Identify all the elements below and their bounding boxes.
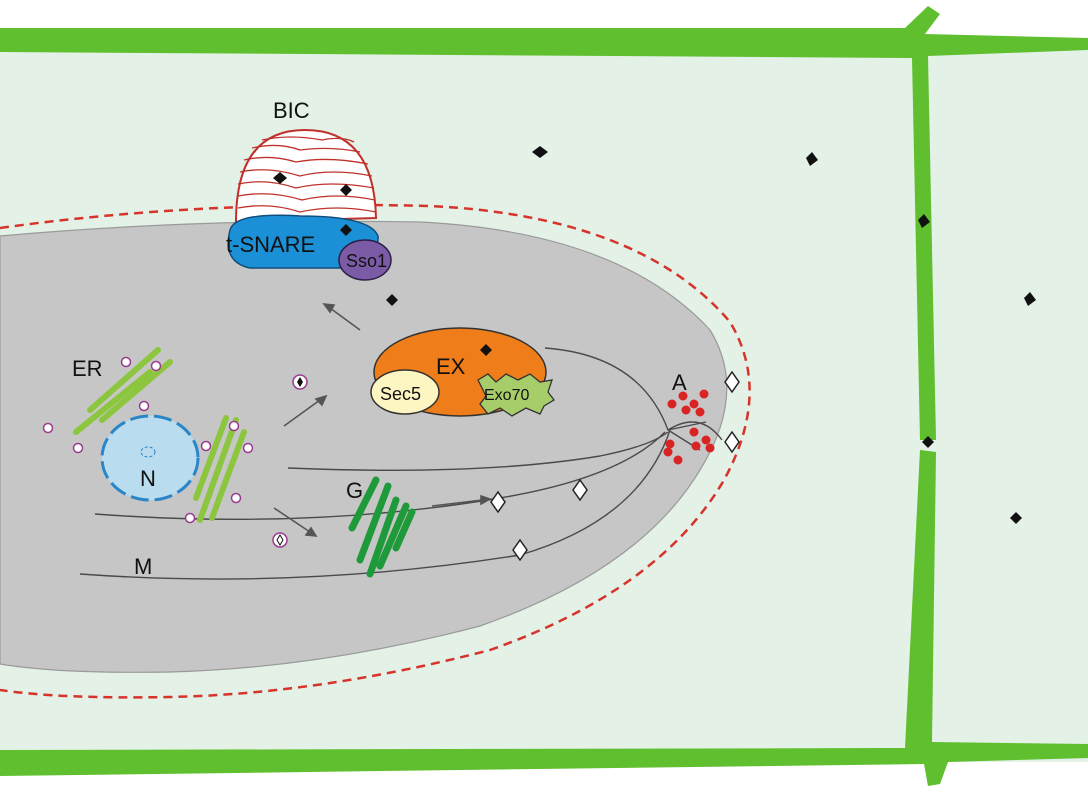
sso1-label: Sso1 xyxy=(346,251,387,271)
er-label: ER xyxy=(72,356,103,381)
open-diamond-icon xyxy=(572,478,588,502)
transport-arrows xyxy=(273,303,492,537)
black-diamond-icon xyxy=(273,172,287,184)
black-diamond-icon xyxy=(806,152,818,166)
cargo-vesicle-secreted xyxy=(272,532,288,548)
golgi xyxy=(348,476,416,578)
bic-label: BIC xyxy=(273,98,310,123)
black-diamond-icon xyxy=(532,146,548,158)
black-diamond-icon xyxy=(386,294,398,306)
nucleus xyxy=(100,414,200,502)
nucleus-label: N xyxy=(140,466,156,491)
exo70-label: Exo70 xyxy=(484,387,529,404)
black-diamond-icon xyxy=(918,214,930,228)
plant-cell-wall xyxy=(0,6,1088,786)
arrow-icon xyxy=(283,394,328,427)
black-diamond-icon xyxy=(340,224,352,236)
exocyst-label: EX xyxy=(436,354,466,379)
black-diamond-icon xyxy=(1010,512,1022,524)
black-diamond-icon xyxy=(340,184,352,196)
er-vesicles xyxy=(42,356,254,524)
open-diamond-icon xyxy=(724,370,740,394)
actin-cluster-top xyxy=(667,389,709,417)
bic xyxy=(234,128,378,224)
sso1-protein xyxy=(338,239,392,281)
arrow-icon xyxy=(322,303,361,331)
nucleolus xyxy=(140,446,156,458)
microtubule-label: M xyxy=(134,554,152,579)
sec5-protein xyxy=(370,369,440,415)
cargo-vesicle-effector xyxy=(292,374,308,390)
golgi-label: G xyxy=(346,478,363,503)
exo70-protein xyxy=(477,373,555,417)
open-diamond-icon xyxy=(724,430,740,454)
apoplastic-effectors xyxy=(490,370,740,562)
open-diamond-icon xyxy=(490,490,506,514)
microtubules xyxy=(79,347,723,580)
t-snare-label: t-SNARE xyxy=(226,232,315,257)
cytoplasmic-effectors xyxy=(273,146,1036,524)
open-diamond-icon xyxy=(512,538,528,562)
endoplasmic-reticulum xyxy=(73,347,247,523)
actin-label: A xyxy=(672,370,687,395)
actin-cluster-bottom xyxy=(663,427,715,465)
invasive-hypha xyxy=(0,220,728,673)
sec5-label: Sec5 xyxy=(380,384,421,404)
host-cell-right xyxy=(922,40,1088,762)
black-diamond-icon xyxy=(1024,292,1036,306)
arrow-icon xyxy=(273,507,318,537)
black-diamond-icon xyxy=(922,436,934,448)
arrow-icon xyxy=(431,494,492,507)
black-diamond-icon xyxy=(480,344,492,356)
